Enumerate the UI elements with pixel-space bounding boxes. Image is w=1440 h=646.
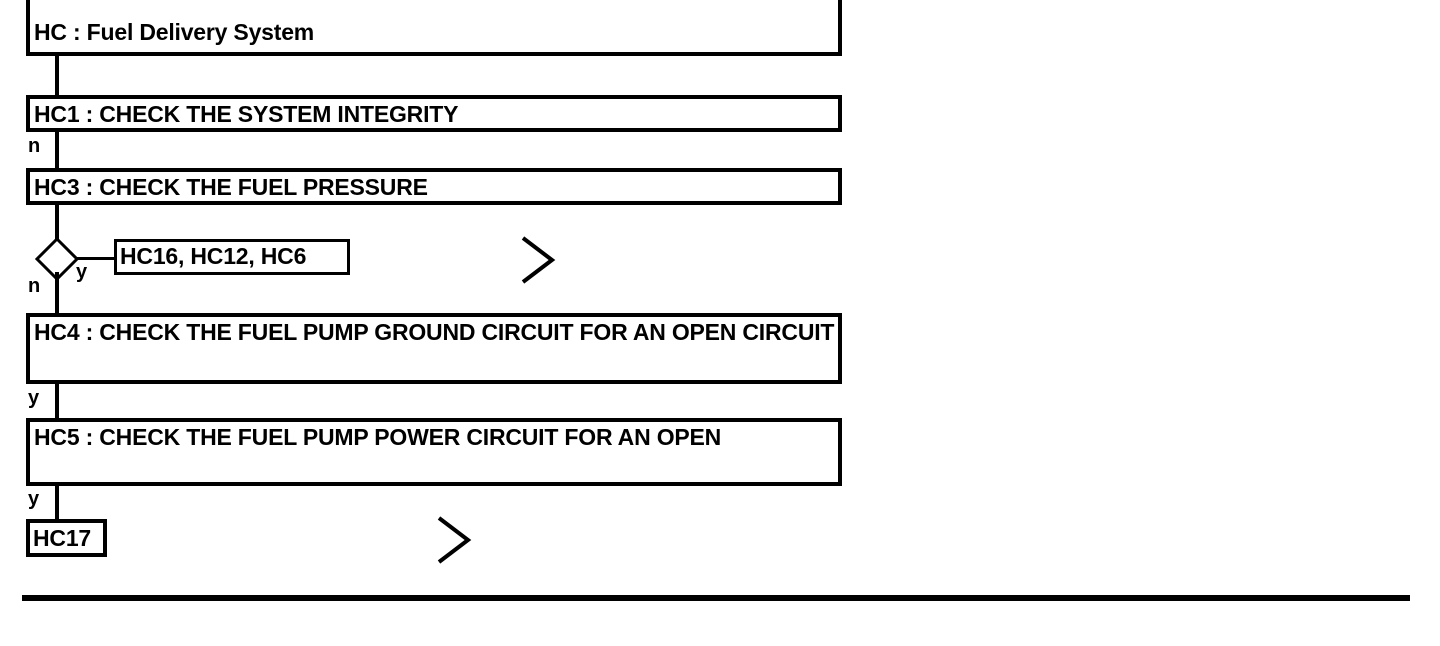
connector-hc5-to-hc17: [55, 485, 59, 521]
chevron-right-icon-top[interactable]: [516, 232, 564, 288]
node-hc17-label: HC17: [33, 525, 92, 551]
connector-hc-to-hc1: [55, 55, 59, 97]
chevron-right-icon-bottom[interactable]: [432, 512, 480, 568]
branch-label-decision-no: n: [28, 275, 41, 297]
node-hc-label: HC : Fuel Delivery System: [34, 19, 315, 45]
connector-hc4-to-hc5: [55, 383, 59, 420]
node-hc5-check-fuel-pump-power-circuit[interactable]: HC5 : CHECK THE FUEL PUMP POWER CIRCUIT …: [26, 418, 842, 486]
chevron-glyph: [521, 236, 556, 284]
node-hc1-check-system-integrity[interactable]: HC1 : CHECK THE SYSTEM INTEGRITY: [26, 95, 842, 132]
page-bottom-rule: [22, 595, 1410, 601]
branch-label-hc4-yes: y: [28, 387, 40, 409]
connector-decision-yes-to-hc16: [76, 257, 116, 260]
branch-label-hc1-no: n: [28, 135, 41, 157]
node-hc16-hc12-hc6[interactable]: HC16, HC12, HC6: [114, 239, 350, 275]
connector-hc1-to-hc3: [55, 131, 59, 169]
node-hc-fuel-delivery-system[interactable]: HC : Fuel Delivery System: [26, 0, 842, 56]
branch-label-hc5-yes: y: [28, 488, 40, 510]
node-hc3-check-fuel-pressure[interactable]: HC3 : CHECK THE FUEL PRESSURE: [26, 168, 842, 205]
node-hc4-check-fuel-pump-ground-circuit[interactable]: HC4 : CHECK THE FUEL PUMP GROUND CIRCUIT…: [26, 313, 842, 384]
chevron-glyph: [437, 516, 472, 564]
node-hc5-label: HC5 : CHECK THE FUEL PUMP POWER CIRCUIT …: [34, 424, 722, 450]
branch-label-decision-yes: y: [76, 261, 88, 283]
node-hc4-label: HC4 : CHECK THE FUEL PUMP GROUND CIRCUIT…: [34, 319, 835, 345]
node-hc3-label: HC3 : CHECK THE FUEL PRESSURE: [34, 174, 428, 200]
node-hc1-label: HC1 : CHECK THE SYSTEM INTEGRITY: [34, 101, 459, 127]
node-hc17[interactable]: HC17: [26, 519, 107, 557]
node-hc16-hc12-hc6-label: HC16, HC12, HC6: [120, 243, 307, 269]
connector-hc3-to-decision: [55, 204, 59, 240]
connector-decision-no-to-hc4: [55, 272, 59, 314]
